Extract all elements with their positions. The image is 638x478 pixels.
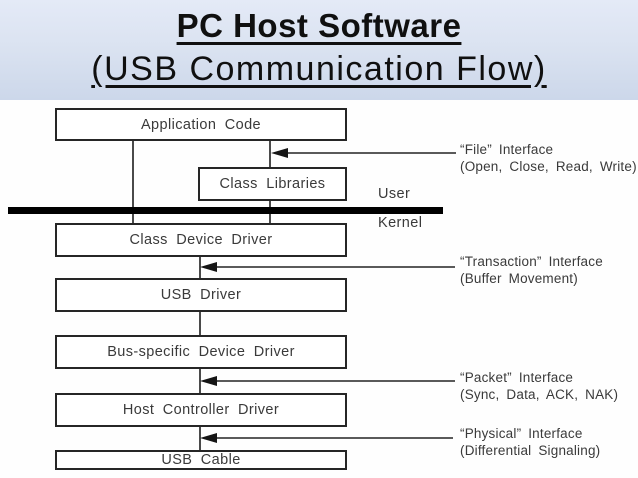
box-label: Class Libraries bbox=[219, 176, 326, 192]
connector-usbdriver-busdriver bbox=[199, 312, 201, 335]
packet-interface-arrowhead-icon bbox=[200, 376, 217, 386]
title-band bbox=[0, 0, 638, 100]
transaction-interface-arrowhead-icon bbox=[200, 262, 217, 272]
connector-appcode-classdriver bbox=[132, 141, 134, 223]
physical-interface-arrowhead-icon bbox=[200, 433, 217, 443]
file-interface-arrowhead-icon bbox=[271, 148, 288, 158]
box-usb-cable: USB Cable bbox=[55, 450, 347, 470]
user-kernel-divider bbox=[8, 207, 443, 214]
interface-name: “Transaction” Interface bbox=[460, 254, 603, 269]
kernel-label: Kernel bbox=[378, 215, 423, 231]
packet-interface-label: “Packet” Interface (Sync, Data, ACK, NAK… bbox=[460, 369, 618, 403]
file-interface-label: “File” Interface (Open, Close, Read, Wri… bbox=[460, 141, 637, 175]
file-interface-line bbox=[287, 152, 456, 154]
slide-title-line2: (USB Communication Flow) bbox=[91, 50, 547, 88]
box-label: Application Code bbox=[140, 116, 262, 133]
interface-name: “Packet” Interface bbox=[460, 370, 574, 385]
user-label: User bbox=[378, 186, 411, 202]
transaction-interface-label: “Transaction” Interface (Buffer Movement… bbox=[460, 253, 603, 287]
physical-interface-label: “Physical” Interface (Differential Signa… bbox=[460, 425, 600, 459]
interface-detail: (Differential Signaling) bbox=[460, 443, 601, 458]
box-label: USB Driver bbox=[160, 287, 242, 303]
box-class-libraries: Class Libraries bbox=[198, 167, 347, 201]
box-class-device-driver: Class Device Driver bbox=[55, 223, 347, 257]
interface-detail: (Open, Close, Read, Write) bbox=[460, 159, 637, 174]
physical-interface-line bbox=[216, 437, 453, 439]
interface-detail: (Sync, Data, ACK, NAK) bbox=[460, 387, 619, 402]
slide-title-line1: PC Host Software bbox=[176, 7, 462, 44]
connector-appcode-classlibraries bbox=[269, 141, 271, 167]
interface-name: “Physical” Interface bbox=[460, 426, 583, 441]
transaction-interface-line bbox=[216, 266, 455, 268]
box-label: Bus-specific Device Driver bbox=[107, 344, 295, 360]
box-usb-driver: USB Driver bbox=[55, 278, 347, 312]
interface-detail: (Buffer Movement) bbox=[460, 271, 578, 286]
box-application-code: Application Code bbox=[55, 108, 347, 141]
box-host-controller-driver: Host Controller Driver bbox=[55, 393, 347, 427]
box-label: USB Cable bbox=[161, 452, 241, 468]
box-label: Host Controller Driver bbox=[122, 402, 280, 418]
box-bus-specific-device-driver: Bus-specific Device Driver bbox=[55, 335, 347, 369]
box-label: Class Device Driver bbox=[129, 232, 273, 248]
packet-interface-line bbox=[216, 380, 455, 382]
interface-name: “File” Interface bbox=[460, 142, 554, 157]
